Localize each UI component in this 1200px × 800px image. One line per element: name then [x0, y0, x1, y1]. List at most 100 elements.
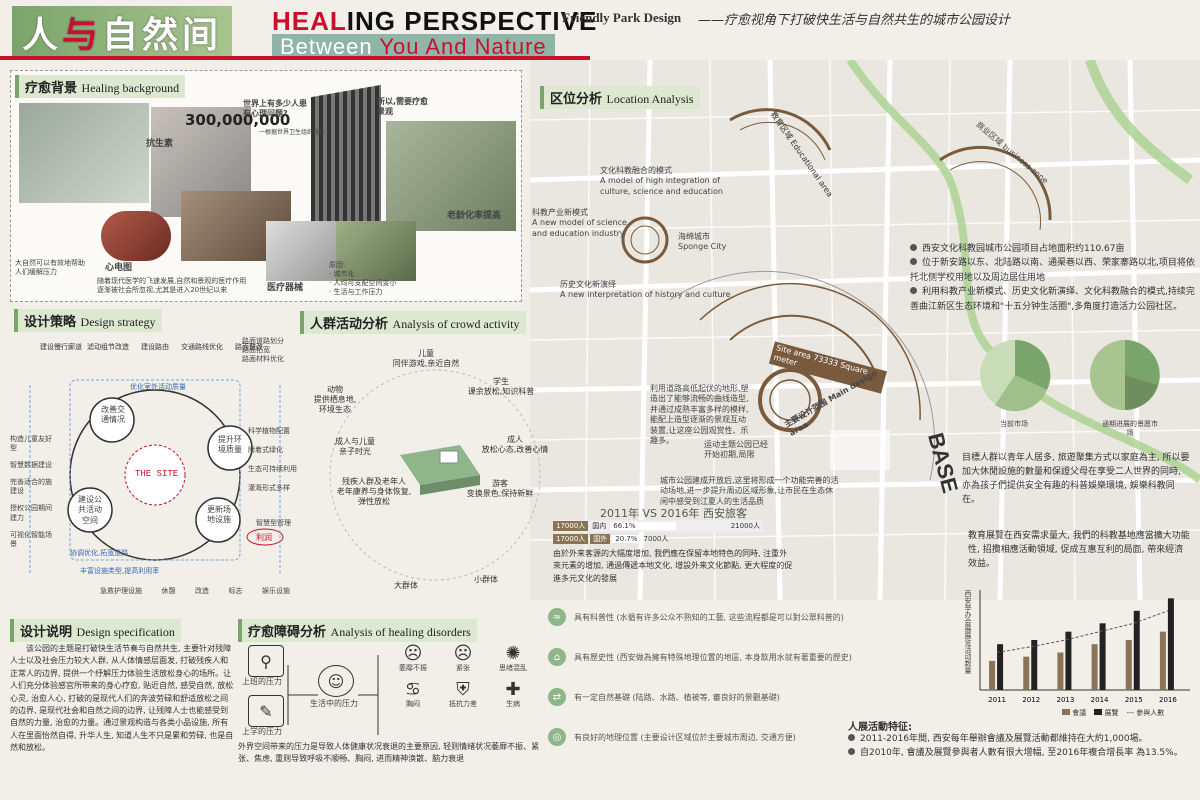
nature-photo — [19, 103, 149, 203]
history-text: 随着现代医学的飞速发展,自然和景观的医疗作用逐渐被社会所忽视,尤其是进入20世纪… — [97, 277, 247, 295]
header-stripe — [0, 56, 590, 60]
x-tick-label: 2015 — [1125, 696, 1143, 704]
title-cn: 人与自然间 — [12, 6, 233, 58]
bar-exhibit — [1065, 631, 1072, 690]
stress-icon: ☺ — [318, 665, 354, 697]
pressure-life: 生活中的压力 — [310, 699, 358, 708]
sport-note: 运动主题公园已经开始初期,局限 — [704, 440, 768, 460]
crowd-tourists: 游客 变换景色,保持新鲜 — [466, 479, 534, 498]
strategy-bottom-item: 改造 — [195, 587, 209, 595]
healing-bg-title: 疗愈背景 Healing background — [15, 75, 186, 98]
coord-label: 协调优化,拓宽道路 — [70, 549, 129, 557]
crowd-family: 成人与儿童 亲子时光 — [335, 437, 375, 456]
sponge-label: 海绵城市 Sponge City — [678, 232, 727, 252]
location-icon: ◎ — [548, 728, 566, 746]
strategy-right-items: 路面道路划分 路面拓宽 路面材料优化 — [242, 337, 284, 364]
strategy-bottom-item: 急救护理设施 — [100, 587, 142, 595]
park-photo — [386, 121, 516, 231]
spec-panel: 设计说明 Design specification 该公园的主题是打破快生活节奏… — [10, 615, 235, 795]
medicine-icon: ✚ — [505, 679, 521, 701]
feature-row: ⌂具有歷史性 (西安做為擁有特殊地理位置的地區, 本身飲用水就有著重要的歷史) — [548, 648, 868, 666]
who-source: 一根据世界卫生组织统计 — [259, 129, 326, 136]
ecg-label: 心电图 — [105, 263, 133, 273]
question-mental: 世界上有多少人患有心理问题? — [243, 99, 307, 119]
legend-meeting: 會議 — [1062, 708, 1086, 718]
strategy-left-item: 授权公园期间建力 — [10, 504, 52, 522]
pie-charts — [980, 339, 1160, 412]
info-bullet: 西安文化科教园城市公园项目占地面积约110.67亩 — [910, 242, 1195, 256]
symptom-item: ☹萎靡不振 — [388, 643, 438, 673]
strategy-left-item: 完善适合的施建设 — [10, 478, 52, 496]
symptom-item: ⛨抵抗力差 — [438, 679, 488, 709]
facility-label: 丰富设施类型,提高利用率 — [80, 567, 160, 575]
crowd-children: 儿童 同伴游戏,亲近自然 — [392, 349, 460, 368]
road-icon: ⇄ — [548, 688, 566, 706]
bar-meeting — [1159, 631, 1166, 690]
bullet-dot — [910, 244, 917, 251]
feature-row: ⇄有一定自然基礎 (陆路、水路、植被等, 審良好的景觀基礎) — [548, 688, 868, 706]
line-people — [996, 610, 1169, 653]
the-site: THE SITE — [135, 469, 179, 479]
strategy-panel: 设计策略 Design strategy 建设慢行廊道 滤动组节改造 建设路由 … — [10, 305, 300, 610]
bar-exhibit — [1167, 598, 1174, 690]
chart-ylabel: 西安举办会展展览活动数量 — [964, 590, 972, 674]
strategy-right-items2: 科学植物配置 附着式绿化 生态可持续利用 灌溉形式多样 — [248, 427, 300, 493]
pie1-label: 当前市场 — [1000, 420, 1028, 428]
quality-label: 优化室外活动质量 — [130, 383, 186, 391]
strategy-top-item: 路面整改 — [235, 343, 263, 351]
device-photo — [266, 221, 336, 281]
strategy-right2-item: 附着式绿化 — [248, 446, 283, 455]
tourism-row-foreign: 17000人 国外 20.7% 7000人 — [553, 533, 763, 545]
location-title: 区位分析 Location Analysis — [540, 86, 700, 109]
culture-label: 文化科教融合的模式 A model of high integration of… — [600, 166, 723, 196]
spec-title: 设计说明 Design specification — [10, 619, 181, 642]
crowd-students: 学生 课余放松,知识科普 — [467, 377, 535, 396]
crowd-title: 人群活动分析 Analysis of crowd activity — [300, 311, 526, 334]
feature-row: ≈具有科普性 (水循有许多公众不熟知的工藝, 这些流程都是可以對公眾科普的) — [548, 608, 868, 626]
strategy-top-item: 建设路由 — [141, 343, 169, 351]
heart-photo — [101, 211, 171, 261]
bar-exhibit — [1133, 610, 1140, 690]
node-environment: 提升环境质量 — [218, 435, 242, 455]
symptom-item: ♋胸闷 — [388, 679, 438, 709]
bar-exhibit — [1099, 623, 1106, 690]
disorders-panel: 疗愈障碍分析 Analysis of healing disorders ⚲ 上… — [238, 615, 543, 795]
subtitle-en: Friendly Park Design — [562, 10, 682, 25]
features-list: ≈具有科普性 (水循有许多公众不熟知的工藝, 这些流程都是可以對公眾科普的) ⌂… — [548, 608, 868, 746]
bar-meeting — [1091, 644, 1098, 690]
exhibit-bullet: 2011-2016年間, 西安每年舉辦會議及展覽活動都維持在大約1,000場。 — [848, 732, 1193, 746]
strategy-right-item: 路面道路划分 — [242, 337, 284, 345]
crowd-panel: 人群活动分析 Analysis of crowd activity 儿童 同伴游… — [300, 305, 555, 605]
strategy-right2-item: 科学植物配置 — [248, 427, 290, 435]
strategy-right2-item: 生态可持续利用 — [248, 465, 297, 474]
antibiotic-label: 抗生素 — [146, 139, 174, 149]
pressure-study: 上学的压力 — [242, 727, 282, 736]
bullet-dot — [910, 287, 917, 295]
brain-icon: ✺ — [505, 643, 521, 664]
tourism-text: 由於外来客源的大幅度增加, 我們應在保留本地特色的同時, 注重外來元素的增加, … — [553, 549, 793, 583]
strategy-top-item: 交通路线优化 — [181, 343, 223, 351]
pie2-label: 通期进展的景愿市场 — [1102, 420, 1158, 438]
exhibit-bullets: 2011-2016年間, 西安每年舉辦會議及展覽活動都維持在大約1,000場。 … — [848, 732, 1193, 761]
strategy-left-item: 智慧数据建设 — [10, 461, 52, 470]
strategy-right-item: 路面拓宽 — [242, 346, 270, 355]
crowd-photo — [336, 221, 416, 281]
exhibit-bullet: 自2010年, 會議及展覽參與者人數有很大增幅, 至2016年複合增長率 為13… — [848, 746, 1193, 760]
foreign-2011: 17000人 — [553, 534, 589, 544]
crowd-small-group: 小群体 — [474, 575, 498, 584]
info-bullets: 西安文化科教园城市公园项目占地面积约110.67亩 位于新安路以东、北陆路以南、… — [910, 242, 1195, 314]
strategy-bottom-item: 标志 — [228, 587, 243, 595]
bullet-dot — [910, 258, 917, 266]
bullet-dot — [848, 734, 855, 741]
tourism-compare-title: 2011年 VS 2016年 西安旅客 — [600, 507, 747, 520]
symptom-grid: ☹萎靡不振 ☹紧张 ✺思绪混乱 ♋胸闷 ⛨抵抗力差 ✚生病 — [388, 643, 538, 709]
disorders-title: 疗愈障碍分析 Analysis of healing disorders — [238, 619, 477, 642]
tourism-row-domestic: 17000人 国内 66.1% 21000人 — [553, 520, 763, 532]
crowd-animals: 动物 提供栖息地,环境生态 — [313, 385, 357, 414]
foreign-label: 国外 — [590, 534, 611, 544]
strategy-right2-item: 灌溉形式多样 — [248, 484, 290, 493]
x-tick-label: 2014 — [1091, 696, 1109, 704]
x-tick-label: 2012 — [1022, 696, 1040, 704]
reason-text: 原因: · 城市化 · 人均可支配空间变小 · 生活与工作压力 — [329, 261, 397, 297]
